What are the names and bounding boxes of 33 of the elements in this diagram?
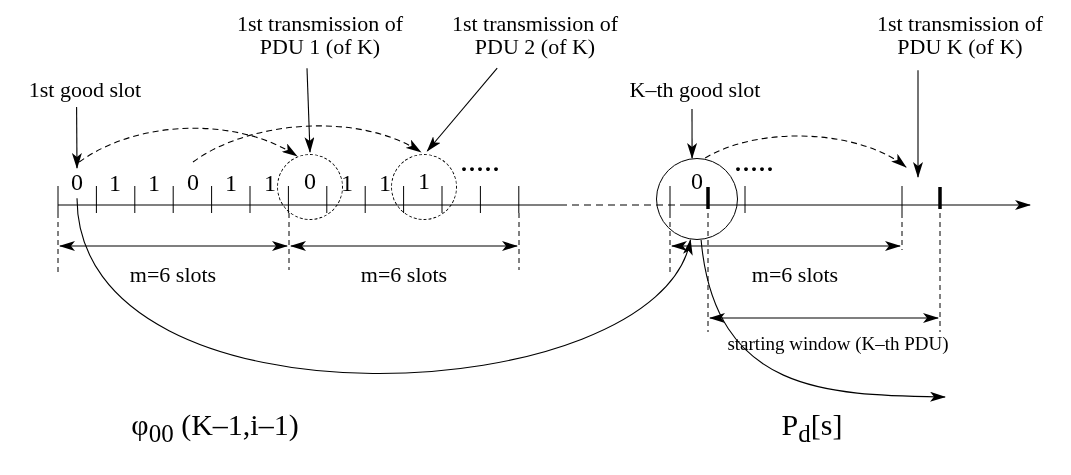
annotation-text: 1st good slot	[27, 78, 143, 102]
arrow	[426, 67, 498, 152]
annotation-text: 1st transmission of PDU K (of K)	[875, 12, 1045, 59]
slot-value: 0	[186, 170, 200, 196]
slot-value: 1	[264, 170, 276, 197]
dimension-label: m=6 slots	[751, 262, 839, 288]
dimension-label: m=6 slots	[129, 262, 217, 288]
slot-value: 1	[341, 170, 353, 197]
ellipsis: .....	[735, 150, 775, 177]
ellipsis: .....	[461, 150, 501, 177]
arrow	[76, 197, 691, 375]
arrow	[304, 67, 315, 153]
arrow	[687, 108, 698, 159]
arrow	[71, 106, 82, 169]
arrow	[192, 125, 422, 163]
annotation-text: 1st transmission of PDU 2 (of K)	[450, 12, 620, 59]
slot-value: 0	[304, 169, 316, 195]
arrow	[704, 135, 907, 168]
slot-value: 0	[691, 169, 703, 195]
slot-value: 1	[148, 170, 160, 197]
slot-value: 1	[225, 170, 237, 197]
formula-label: P$_{d}$[s]	[781, 408, 843, 448]
slot-value: 1	[379, 170, 391, 197]
arrow	[700, 239, 946, 402]
slot-value: 0	[70, 170, 84, 196]
slot-value: 1	[109, 170, 121, 197]
dimension-label: m=6 slots	[360, 262, 448, 288]
annotation-text: 1st transmission of PDU 1 (of K)	[235, 12, 405, 59]
arrow	[913, 69, 923, 178]
slot-value: 1	[418, 169, 430, 195]
arrow	[78, 127, 298, 163]
annotation-text: K–th good slot	[628, 78, 762, 102]
formula-label: φ$_{00}$ (K–1,i–1)	[131, 408, 299, 448]
